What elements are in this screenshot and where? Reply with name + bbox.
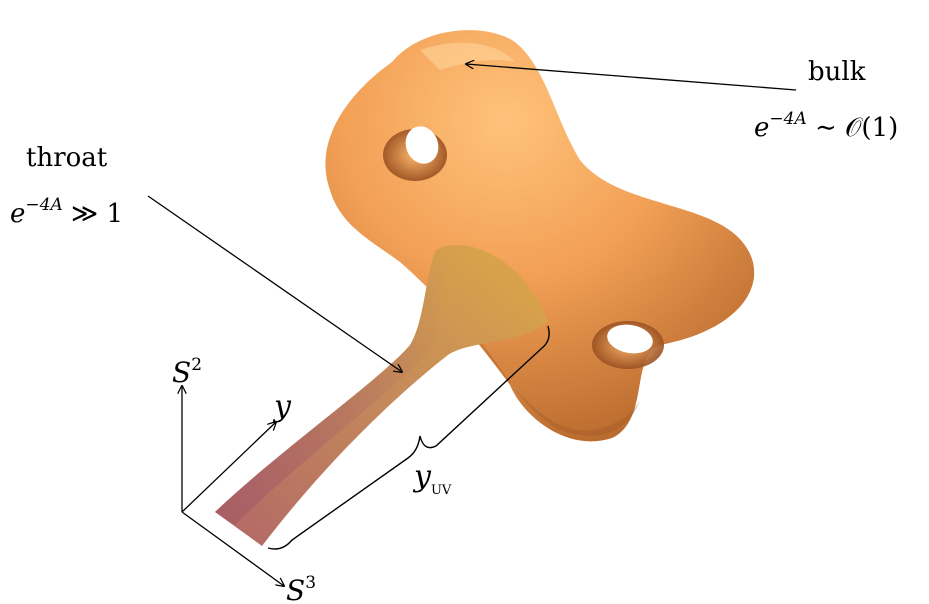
upper-hole	[383, 126, 447, 181]
throat-equation: e−4A ≫ 1	[10, 195, 123, 229]
bulk-label: bulk e−4A ∼ 𝒪(1)	[754, 57, 898, 143]
throat-surface	[215, 245, 548, 546]
throat-title: throat	[26, 143, 108, 173]
lower-hole	[592, 321, 664, 369]
bulk-highlight	[420, 42, 515, 70]
y-axis	[181, 422, 276, 513]
uv-brace	[267, 325, 550, 550]
bulk-title: bulk	[808, 57, 866, 87]
annotation-arrows	[147, 64, 797, 372]
throat-label: throat e−4A ≫ 1	[10, 143, 123, 229]
bulk-equation: e−4A ∼ 𝒪(1)	[754, 109, 898, 143]
throat-edge-shade	[215, 250, 448, 525]
s3-axis-label: S3	[286, 573, 316, 604]
s2-axis-label: S2	[172, 355, 202, 389]
bulk-arrow	[466, 64, 797, 91]
y-axis-label: y	[272, 389, 292, 424]
bulk-surface	[325, 30, 755, 442]
brace-label: yUV	[412, 459, 452, 498]
throat-arrow	[147, 195, 402, 372]
s3-axis	[181, 511, 284, 586]
coordinate-axes	[182, 386, 284, 586]
